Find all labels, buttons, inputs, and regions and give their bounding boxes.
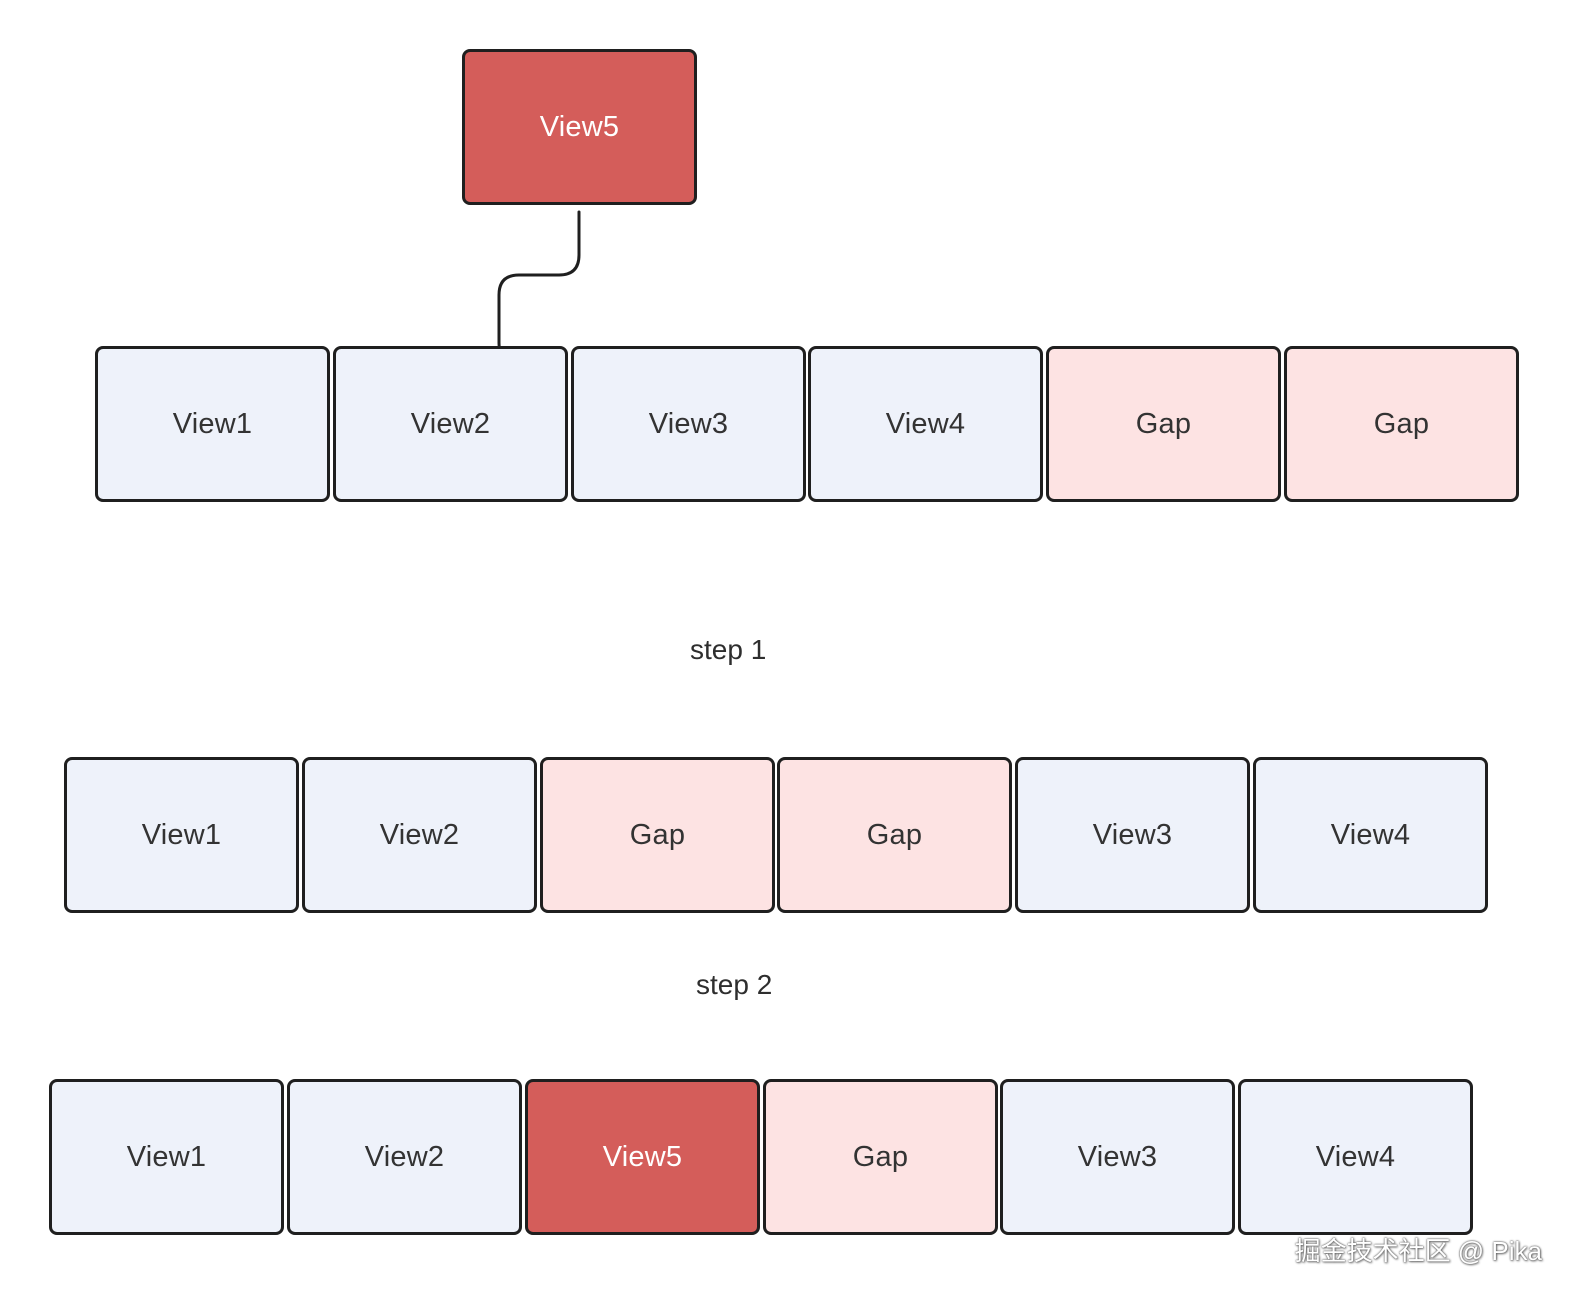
row3-cell-6: View4: [1238, 1079, 1473, 1235]
floating-view5-label: View5: [539, 110, 620, 143]
row1-cell-6-label: Gap: [1373, 407, 1430, 440]
row3-cell-2: View2: [287, 1079, 522, 1235]
row3-cell-6-label: View4: [1315, 1140, 1396, 1173]
row3-cell-2-label: View2: [364, 1140, 445, 1173]
row3-cell-3-label: View5: [602, 1140, 683, 1173]
row1-cell-5-label: Gap: [1135, 407, 1192, 440]
row3-cell-4: Gap: [763, 1079, 998, 1235]
row1-cell-6: Gap: [1284, 346, 1519, 502]
row1-cell-4-label: View4: [885, 407, 966, 440]
row1-cell-2: View2: [333, 346, 568, 502]
watermark: 掘金技术社区 @ Pika: [1294, 1236, 1542, 1266]
row1-cell-1-label: View1: [172, 407, 253, 440]
row2-cell-5-label: View3: [1092, 818, 1173, 851]
row3-cell-5: View3: [1000, 1079, 1235, 1235]
insert-arrow-path: [497, 210, 581, 365]
row2-cell-3: Gap: [540, 757, 775, 913]
row1-cell-4: View4: [808, 346, 1043, 502]
row1-cell-3: View3: [571, 346, 806, 502]
row3-cell-3: View5: [525, 1079, 760, 1235]
row2-cell-6-label: View4: [1330, 818, 1411, 851]
row2-cell-1-label: View1: [141, 818, 222, 851]
row2-cell-4-label: Gap: [866, 818, 923, 851]
row2-cell-1: View1: [64, 757, 299, 913]
row1-cell-1: View1: [95, 346, 330, 502]
row2-cell-3-label: Gap: [629, 818, 686, 851]
row3-cell-1: View1: [49, 1079, 284, 1235]
row2-cell-2: View2: [302, 757, 537, 913]
row3-cell-5-label: View3: [1077, 1140, 1158, 1173]
row2-cell-2-label: View2: [379, 818, 460, 851]
row1-cell-5: Gap: [1046, 346, 1281, 502]
row2-cell-4: Gap: [777, 757, 1012, 913]
row3-cell-4-label: Gap: [852, 1140, 909, 1173]
step-2-label: step 2: [696, 969, 773, 1000]
floating-view5-box: View5: [462, 49, 697, 205]
row1-cell-3-label: View3: [648, 407, 729, 440]
step-1-label: step 1: [690, 634, 767, 665]
row2-cell-5: View3: [1015, 757, 1250, 913]
row3-cell-1-label: View1: [126, 1140, 207, 1173]
row1-cell-2-label: View2: [410, 407, 491, 440]
row2-cell-6: View4: [1253, 757, 1488, 913]
